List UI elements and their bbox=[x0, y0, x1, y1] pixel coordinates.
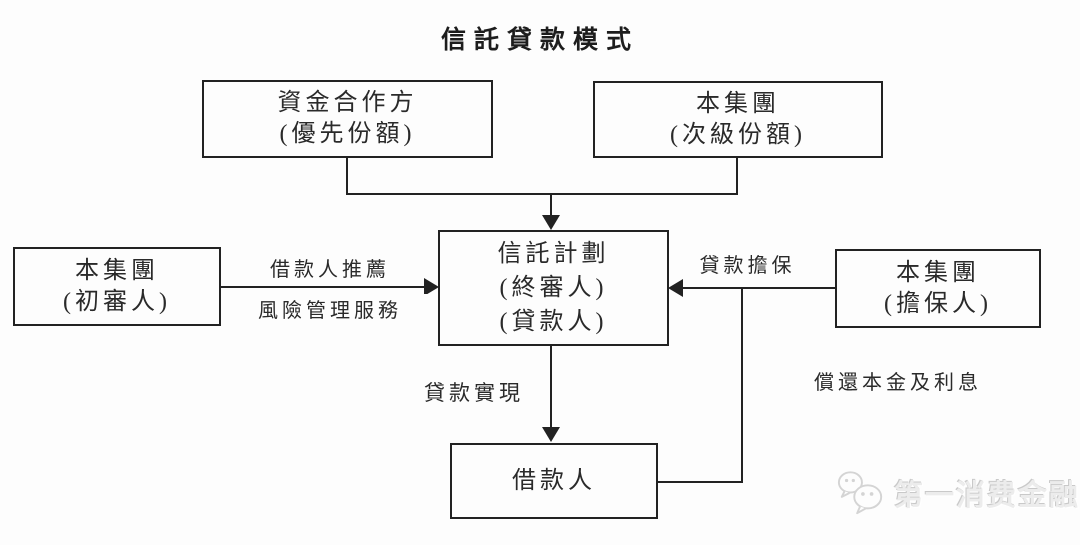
arrowhead-right-into-trust-plan-icon bbox=[424, 278, 439, 296]
edge-label-borrower-recommendation: 借款人推薦 bbox=[240, 253, 420, 282]
node-fund-partner: 資金合作方 (優先份額) bbox=[202, 80, 493, 158]
node-group-guarantor-line2: (擔保人) bbox=[884, 290, 992, 317]
edge-label-loan-realization: 貸款實現 bbox=[418, 377, 530, 407]
connector-merge-to-trust-plan bbox=[550, 195, 552, 217]
node-group-preliminary-line2: (初審人) bbox=[63, 288, 171, 315]
node-borrower-line1: 借款人 bbox=[512, 467, 596, 494]
node-group-guarantor-line1: 本集團 bbox=[896, 259, 980, 286]
connector-fund-partner-down bbox=[346, 157, 348, 195]
node-group-subordinate-line1: 本集團 bbox=[696, 90, 780, 117]
connector-preliminary-to-trust-plan bbox=[221, 286, 426, 288]
node-group-guarantor: 本集團 (擔保人) bbox=[835, 249, 1041, 328]
node-group-preliminary-reviewer: 本集團 (初審人) bbox=[13, 247, 221, 326]
connector-trust-plan-to-borrower bbox=[550, 345, 552, 429]
connector-subordinate-down bbox=[736, 157, 738, 195]
edge-label-risk-management-service: 風險管理服務 bbox=[225, 294, 435, 323]
connector-borrower-repayment-vertical bbox=[741, 288, 743, 483]
connector-top-merge-horizontal bbox=[346, 193, 738, 195]
node-trust-plan-line2: (終審人) bbox=[499, 275, 608, 301]
watermark: 第一消费金融 bbox=[836, 468, 1080, 518]
node-fund-partner-line2: (優先份額) bbox=[279, 121, 416, 147]
connector-guarantor-to-trust-plan bbox=[683, 287, 835, 289]
diagram-title: 信託貸款模式 bbox=[440, 27, 639, 54]
node-trust-plan: 信託計劃 (終審人) (貸款人) bbox=[438, 230, 669, 346]
wechat-chat-bubbles-icon bbox=[837, 471, 883, 515]
arrowhead-left-into-trust-plan-icon bbox=[668, 279, 683, 297]
watermark-text: 第一消费金融 bbox=[894, 480, 1080, 512]
node-group-subordinate-line2: (次級份額) bbox=[670, 121, 806, 148]
node-group-subordinate: 本集團 (次級份額) bbox=[593, 81, 883, 158]
node-borrower: 借款人 bbox=[450, 443, 658, 519]
arrowhead-down-into-borrower-icon bbox=[542, 427, 560, 442]
edge-label-loan-guarantee: 貸款擔保 bbox=[670, 249, 825, 278]
arrowhead-down-into-trust-plan-icon bbox=[542, 215, 560, 230]
edge-label-repay-principal-interest: 償還本金及利息 bbox=[788, 366, 1008, 395]
node-trust-plan-line3: (貸款人) bbox=[499, 309, 608, 335]
node-group-preliminary-line1: 本集團 bbox=[75, 257, 159, 284]
node-trust-plan-line1: 信託計劃 bbox=[497, 241, 610, 267]
node-fund-partner-line1: 資金合作方 bbox=[277, 90, 418, 116]
connector-borrower-repayment-horizontal bbox=[657, 481, 743, 483]
